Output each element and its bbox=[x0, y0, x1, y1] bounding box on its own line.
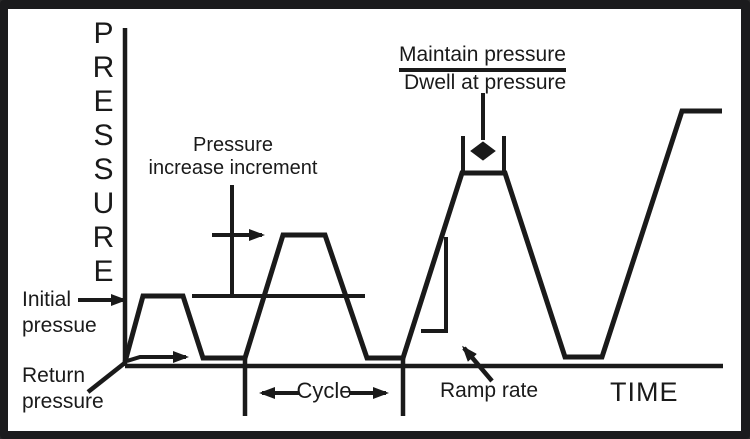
dwell-at-pressure-label: Dwell at pressure bbox=[404, 71, 567, 94]
initial-pressure-label: Initial pressue bbox=[22, 287, 97, 339]
return-pressure-label-line1: Return bbox=[22, 364, 86, 387]
ramp-rate-bracket bbox=[421, 237, 448, 333]
pressure-waveform bbox=[122, 108, 722, 363]
pressure-increase-increment-line2: increase increment bbox=[148, 157, 318, 179]
ramp-rate-label: Ramp rate bbox=[440, 379, 539, 402]
pressure-increase-increment-line1: Pressure bbox=[192, 134, 274, 156]
return-pressure-arrow bbox=[126, 351, 189, 363]
initial-pressure-label-line2: pressue bbox=[22, 314, 97, 337]
return-pressure-label-line2: pressure bbox=[22, 390, 104, 413]
maintain-pressure-text: Maintain pressure bbox=[399, 43, 566, 72]
return-pressure-leader-line bbox=[86, 360, 128, 394]
dwell-arrow-diamond bbox=[470, 141, 496, 161]
x-axis-label: TIME bbox=[610, 377, 679, 407]
return-pressure-label: Return pressure bbox=[22, 363, 104, 415]
cycle-label: Cycle bbox=[296, 378, 352, 403]
pressure-increase-increment-label: Pressure increase increment bbox=[137, 134, 329, 180]
ramp-rate-arrow bbox=[462, 345, 494, 383]
maintain-pressure-label: Maintain pressure bbox=[399, 43, 566, 72]
initial-pressure-label-line1: Initial bbox=[22, 288, 72, 311]
y-axis-label: PRESSURE bbox=[87, 17, 120, 289]
